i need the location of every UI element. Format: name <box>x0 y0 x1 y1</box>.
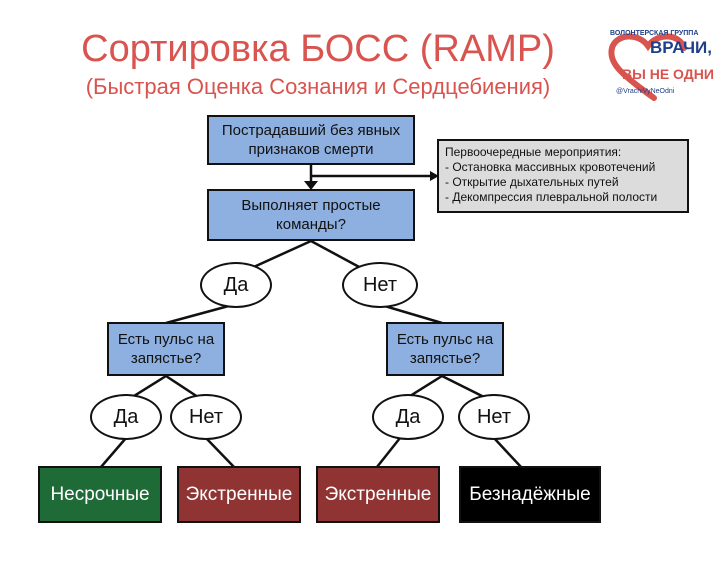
priority-item: - Остановка массивных кровотечений <box>445 160 656 174</box>
logo-handle: @VrachiVyNeOdni <box>616 88 675 95</box>
pulse-left-box: Есть пульс на запястье? <box>107 322 225 376</box>
yes-oval: Да <box>200 262 272 308</box>
pulse-right-box: Есть пульс на запястье? <box>386 322 504 376</box>
logo-line2: ВЫ НЕ ОДНИ <box>622 66 714 82</box>
result-urgent-right: Экстренные <box>316 466 440 523</box>
arrow-head-right-icon <box>430 171 439 181</box>
priority-item: - Открытие дыхательных путей <box>445 175 619 189</box>
result-urgent-left: Экстренные <box>177 466 301 523</box>
result-non-urgent: Несрочные <box>38 466 162 523</box>
logo-line1: ВРАЧИ, <box>650 38 712 57</box>
result-hopeless: Безнадёжные <box>459 466 601 523</box>
logo-top-text: ВОЛОНТЕРСКАЯ ГРУППА <box>610 30 699 37</box>
left-yes-oval: Да <box>90 394 162 440</box>
right-yes-oval: Да <box>372 394 444 440</box>
page-title: Сортировка БОСС (RAMP) <box>81 28 555 70</box>
page-subtitle: (Быстрая Оценка Сознания и Сердцебиения) <box>85 74 551 99</box>
no-oval: Нет <box>342 262 418 308</box>
right-no-oval: Нет <box>458 394 530 440</box>
priority-heading: Первоочередные мероприятия: <box>445 145 622 159</box>
left-no-oval: Нет <box>170 394 242 440</box>
priority-item: - Декомпрессия плевральной полости <box>445 190 658 204</box>
heart-icon <box>608 33 687 101</box>
logo: ВОЛОНТЕРСКАЯ ГРУППА ВРАЧИ, ВЫ НЕ ОДНИ @V… <box>604 26 714 106</box>
arrow-head-down-icon <box>304 181 318 190</box>
start-box: Пострадавший без явных признаков смерти <box>207 115 415 165</box>
commands-box: Выполняет простые команды? <box>207 189 415 241</box>
priority-box: Первоочередные мероприятия: - Остановка … <box>437 139 689 213</box>
